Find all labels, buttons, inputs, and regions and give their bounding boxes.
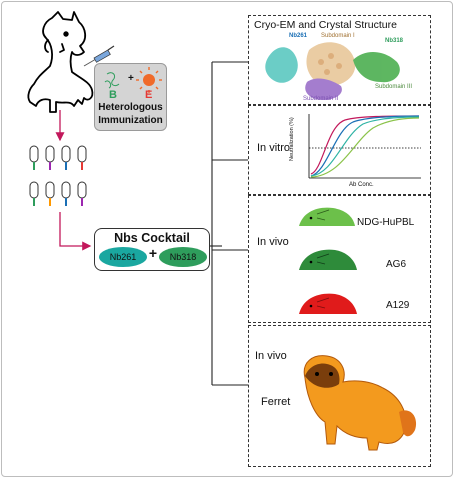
ferret-illustration (303, 355, 417, 451)
virus-e-icon (136, 67, 162, 93)
cocktail-title: Nbs Cocktail (114, 231, 190, 245)
invivo-ferret-panel: In vivo Ferret (248, 325, 431, 467)
mouse-models (299, 207, 357, 314)
immunization-line2: Immunization (98, 115, 163, 126)
mouse-ndg-hupbl-icon (299, 207, 355, 226)
antigen-b-label: B (109, 89, 117, 101)
neutralization-plot (308, 114, 421, 179)
workflow-arrows (55, 110, 92, 251)
protein-structure-render (265, 42, 400, 100)
alpaca-illustration (27, 11, 94, 113)
ferret-invivo-label: In vivo (255, 350, 287, 362)
nb318-badge: Nb318 (159, 247, 207, 267)
label-subdomain-ii: Subdomain II (303, 96, 339, 102)
curve-1 (310, 115, 420, 175)
label-subdomain-i: Subdomain I (321, 33, 355, 39)
heterologous-immunization-box: + B E Heterologous Immunization (94, 63, 167, 131)
mouse-a129-icon (299, 293, 357, 314)
invivo-label: In vivo (257, 236, 289, 248)
label-subdomain-iii: Subdomain III (375, 84, 413, 90)
structure-panel: Cryo-EM and Crystal Structure Nb261 Subd… (248, 15, 431, 105)
bracket-connectors (210, 61, 248, 386)
antigen-plus: + (128, 73, 134, 84)
antigen-icons (104, 67, 162, 93)
protein-b-icon (104, 72, 120, 89)
invitro-label: In vitro (257, 142, 291, 154)
invitro-panel: In vitro Neutralization (%) Ab Conc. (248, 105, 431, 195)
ferret-label: Ferret (261, 396, 291, 408)
model-a129: A129 (386, 300, 410, 311)
curve-2 (310, 115, 420, 177)
cocktail-plus: + (148, 245, 158, 261)
invivo-mice-panel: In vivo NDG-HuPBL AG6 A129 (248, 195, 431, 323)
antigen-e-label: E (145, 89, 153, 101)
invitro-ylabel: Neutralization (%) (289, 117, 295, 161)
structure-title: Cryo-EM and Crystal Structure (254, 19, 397, 31)
nbs-cocktail-box: Nbs Cocktail Nb261 + Nb318 (94, 228, 210, 271)
curve-3 (310, 116, 420, 177)
model-ndg-hupbl: NDG-HuPBL (357, 217, 415, 228)
label-nb318: Nb318 (385, 38, 404, 44)
invitro-xlabel: Ab Conc. (349, 182, 374, 188)
mouse-ag6-icon (299, 249, 357, 270)
model-ag6: AG6 (386, 259, 407, 270)
syringe-icon (83, 45, 115, 67)
immunization-line1: Heterologous (98, 102, 163, 113)
label-nb261: Nb261 (289, 33, 308, 39)
curve-4 (310, 117, 420, 178)
nanobody-library-grid (29, 145, 87, 206)
nb261-badge: Nb261 (99, 247, 147, 267)
